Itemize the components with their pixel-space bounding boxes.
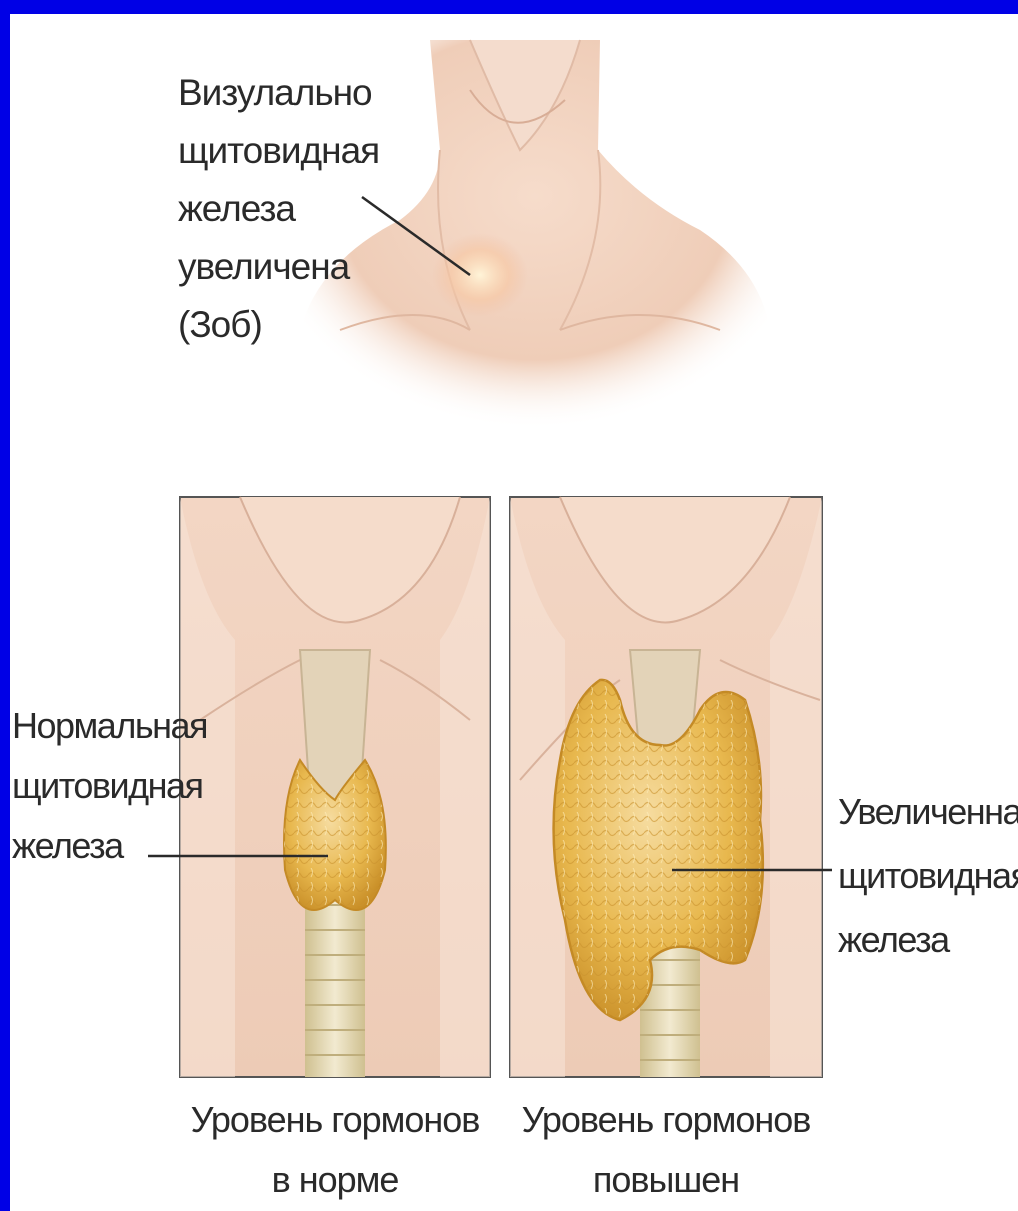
goiter-label-line-3: железа (178, 180, 379, 238)
caption-normal-line-1: Уровень гормонов (180, 1090, 490, 1150)
goiter-label-line-4: увеличена (178, 238, 379, 296)
enlarged-gland-label-line-2: щитовидная (838, 844, 1018, 908)
normal-gland-label-line-2: щитовидная (12, 756, 207, 816)
caption-normal: Уровень гормонов в норме (180, 1090, 490, 1210)
goiter-label-line-1: Визулально (178, 64, 379, 122)
enlarged-gland-label-line-3: железа (838, 908, 1018, 972)
goiter-label-line-2: щитовидная (178, 122, 379, 180)
goiter-label-line-5: (Зоб) (178, 296, 379, 354)
normal-gland-label: Нормальная щитовидная железа (12, 696, 207, 876)
normal-gland-label-line-3: железа (12, 816, 207, 876)
enlarged-thyroid-panel (510, 497, 832, 1077)
caption-normal-line-2: в норме (180, 1150, 490, 1210)
caption-elevated: Уровень гормонов повышен (510, 1090, 822, 1210)
normal-gland-label-line-1: Нормальная (12, 696, 207, 756)
goiter-label: Визулально щитовидная железа увеличена (… (178, 64, 379, 354)
enlarged-gland-label-line-1: Увеличенная (838, 780, 1018, 844)
enlarged-gland-label: Увеличенная щитовидная железа (838, 780, 1018, 972)
caption-elevated-line-1: Уровень гормонов (510, 1090, 822, 1150)
caption-elevated-line-2: повышен (510, 1150, 822, 1210)
